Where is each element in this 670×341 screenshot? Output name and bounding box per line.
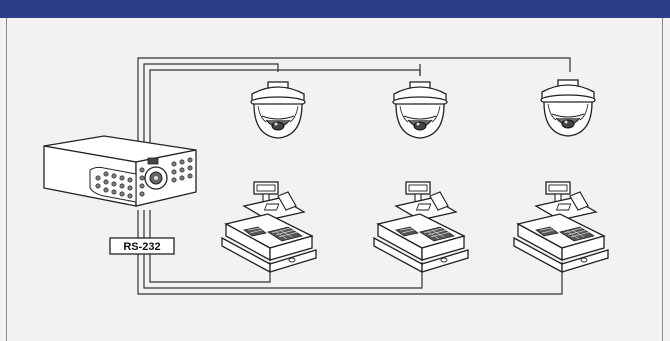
cash-register-icon — [374, 182, 468, 272]
cash-register-icon — [222, 182, 316, 272]
dome-camera-icon — [541, 80, 595, 136]
rs232-label: RS-232 — [110, 238, 174, 254]
rs232-label-text: RS-232 — [123, 241, 160, 253]
dvr-recorder-icon — [44, 136, 196, 206]
cash-register-icon — [514, 182, 608, 272]
dome-camera-icon — [251, 82, 305, 138]
dome-camera-icon — [393, 82, 447, 138]
connection-lines — [138, 58, 570, 294]
